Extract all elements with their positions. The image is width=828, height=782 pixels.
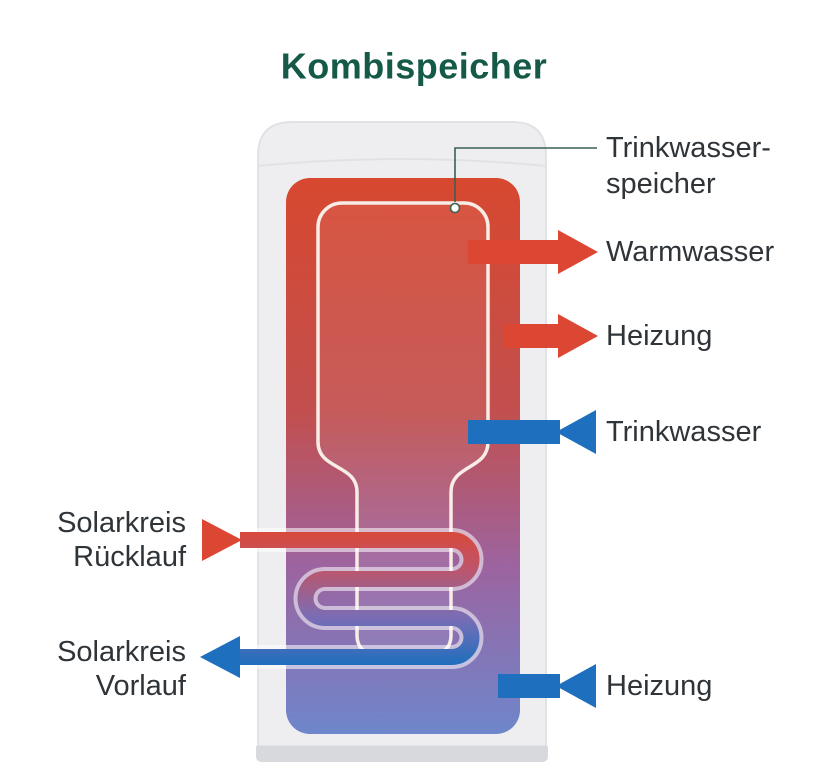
inner-tank-pointer-line <box>454 147 597 202</box>
heizung-out-arrowhead-right-icon <box>558 314 598 358</box>
label-trinkwasserspeicher-line2: speicher <box>606 168 716 200</box>
label-solarkreis-ruecklauf-line2: Rücklauf <box>73 541 187 573</box>
warmwasser-arrow-shaft <box>468 240 560 264</box>
inner-tank-pointer-dot <box>449 202 461 214</box>
heizung-out-arrow <box>504 314 598 358</box>
label-heizung-in: Heizung <box>606 670 712 702</box>
trinkwasser-arrow-shaft <box>468 420 560 444</box>
label-solarkreis-vorlauf-line2: Vorlauf <box>96 670 187 702</box>
heizung-in-arrowhead-left-icon <box>556 664 596 708</box>
warmwasser-arrow <box>468 230 598 274</box>
tank-base <box>256 746 548 762</box>
heizung-out-arrow-shaft <box>504 324 560 348</box>
label-warmwasser: Warmwasser <box>606 236 774 268</box>
trinkwasser-arrowhead-left-icon <box>556 410 596 454</box>
solar-vorlauf-arrowhead-left-icon <box>200 636 240 678</box>
label-solarkreis-ruecklauf-line1: Solarkreis <box>57 507 186 539</box>
heizung-in-arrow-shaft <box>498 674 560 698</box>
label-trinkwasser: Trinkwasser <box>606 416 762 448</box>
solar-coil-pipe <box>240 532 480 665</box>
label-heizung-out: Heizung <box>606 320 712 352</box>
tank-lid-seam <box>257 158 547 167</box>
tank-gradient-core <box>286 178 520 734</box>
solar-coil <box>228 528 484 669</box>
heizung-in-arrow <box>498 664 596 708</box>
label-solarkreis-vorlauf-line1: Solarkreis <box>57 636 186 668</box>
page-title: Kombispeicher <box>281 46 548 87</box>
trinkwasser-arrow <box>468 410 596 454</box>
label-trinkwasserspeicher-line1: Trinkwasser- <box>606 132 771 164</box>
solar-ruecklauf-arrowhead-right-icon <box>202 519 242 561</box>
warmwasser-arrowhead-right-icon <box>558 230 598 274</box>
